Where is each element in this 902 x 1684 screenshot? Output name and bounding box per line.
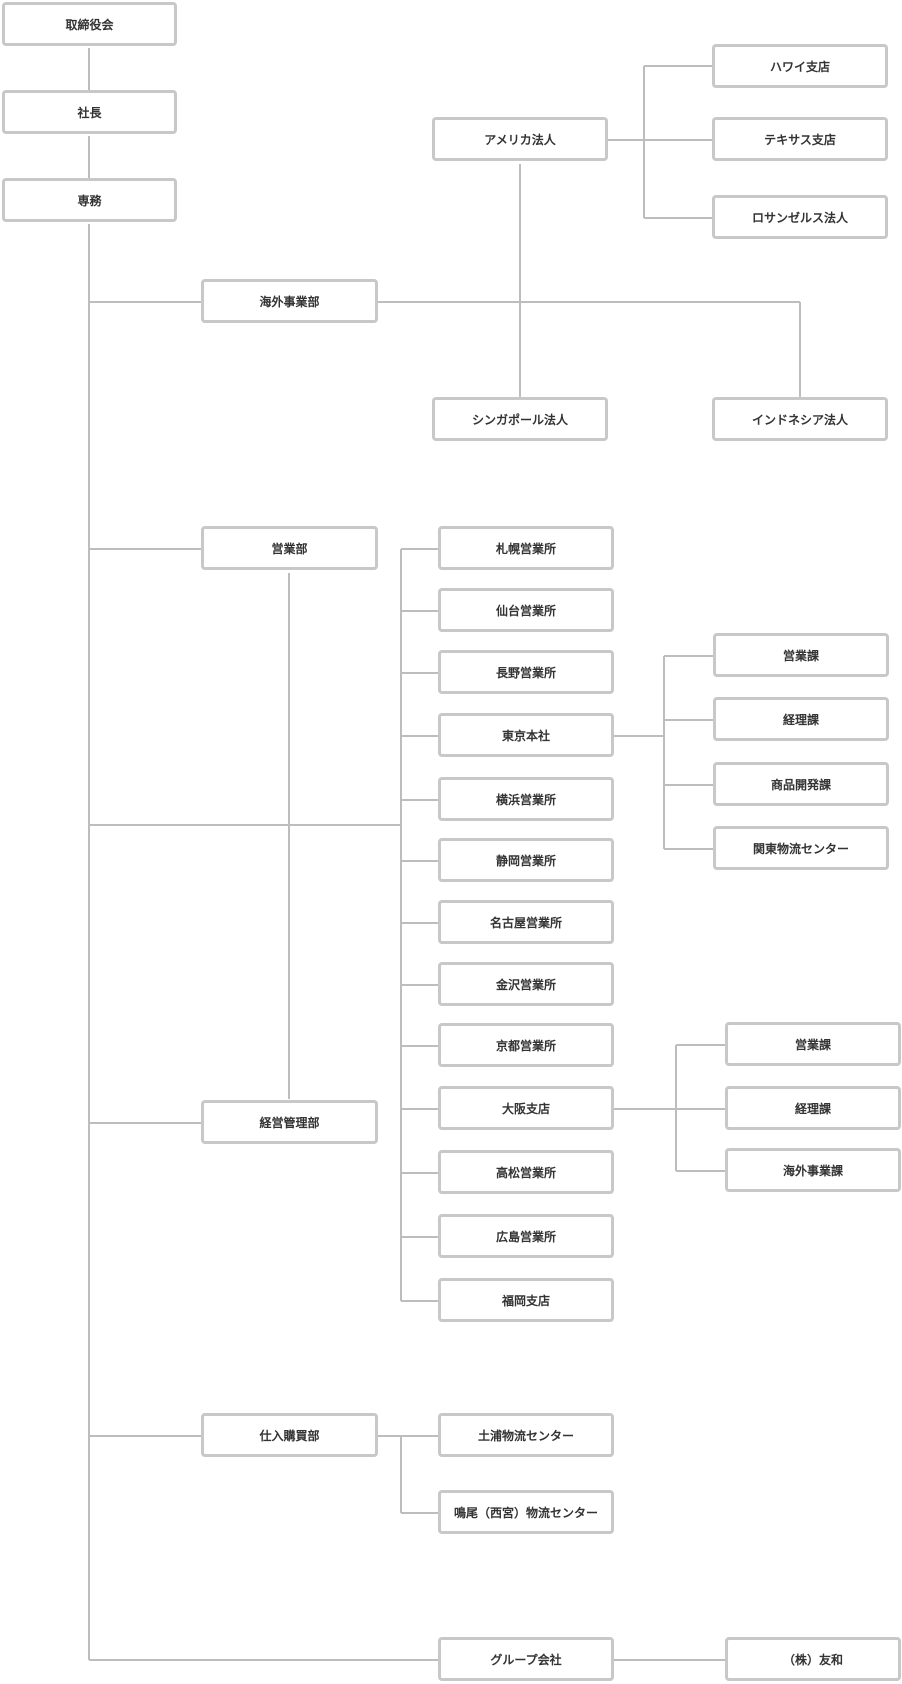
node-tokyo-section: 商品開発課 xyxy=(713,762,889,806)
node-branch: 広島営業所 xyxy=(438,1214,614,1258)
node-osaka-section: 経理課 xyxy=(725,1086,901,1130)
node-board: 取締役会 xyxy=(2,2,177,46)
node-branch: 仙台営業所 xyxy=(438,588,614,632)
node-tokyo-section: 関東物流センター xyxy=(713,826,889,870)
node-tokyo-section: 経理課 xyxy=(713,697,889,741)
node-sales-department: 営業部 xyxy=(201,526,378,570)
node-branch: 金沢営業所 xyxy=(438,962,614,1006)
node-branch: 横浜営業所 xyxy=(438,777,614,821)
node-branch: 高松営業所 xyxy=(438,1150,614,1194)
node-branch: 福岡支店 xyxy=(438,1278,614,1322)
node-america-corp: アメリカ法人 xyxy=(432,117,608,161)
node-branch: 大阪支店 xyxy=(438,1086,614,1130)
node-osaka-section: 営業課 xyxy=(725,1022,901,1066)
node-indonesia-corp: インドネシア法人 xyxy=(712,397,888,441)
node-branch: 静岡営業所 xyxy=(438,838,614,882)
node-los-angeles-corp: ロサンゼルス法人 xyxy=(712,195,888,239)
node-logistics-center: 土浦物流センター xyxy=(438,1413,614,1457)
node-branch: 京都営業所 xyxy=(438,1023,614,1067)
node-singapore-corp: シンガポール法人 xyxy=(432,397,608,441)
node-purchasing-department: 仕入購買部 xyxy=(201,1413,378,1457)
node-tokyo-section: 営業課 xyxy=(713,633,889,677)
node-group-companies: グループ会社 xyxy=(438,1637,614,1681)
node-managing-director: 専務 xyxy=(2,178,177,222)
node-osaka-section: 海外事業課 xyxy=(725,1148,901,1192)
node-texas-branch: テキサス支店 xyxy=(712,117,888,161)
node-branch: 長野営業所 xyxy=(438,650,614,694)
node-branch: 東京本社 xyxy=(438,713,614,757)
node-overseas-department: 海外事業部 xyxy=(201,279,378,323)
node-branch: 名古屋営業所 xyxy=(438,900,614,944)
node-logistics-center: 鳴尾（西宮）物流センター xyxy=(438,1490,614,1534)
node-hawaii-branch: ハワイ支店 xyxy=(712,44,888,88)
node-group-company: （株）友和 xyxy=(725,1637,901,1681)
node-president: 社長 xyxy=(2,90,177,134)
node-management-department: 経営管理部 xyxy=(201,1100,378,1144)
node-branch: 札幌営業所 xyxy=(438,526,614,570)
